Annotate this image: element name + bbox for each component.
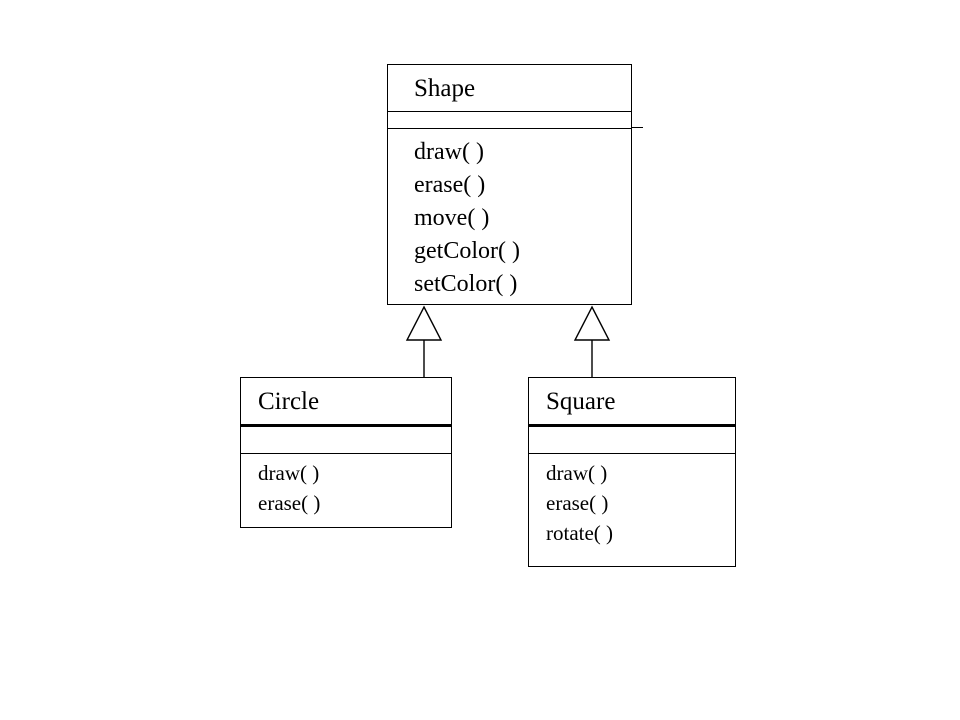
operation-item: draw( ) — [414, 139, 484, 165]
hollow-triangle-arrowhead-icon — [573, 305, 611, 341]
operation-item: erase( ) — [414, 172, 486, 198]
class-attributes-compartment-square — [529, 424, 735, 453]
class-name-circle: Circle — [258, 387, 320, 415]
class-name-compartment-circle: Circle — [241, 378, 451, 424]
operation-item: rotate( ) — [546, 521, 614, 545]
class-name-compartment-square: Square — [529, 378, 735, 424]
operation-item: draw( ) — [258, 461, 320, 485]
operation-item: move( ) — [414, 205, 490, 231]
class-operations-compartment-circle: draw( ) erase( ) — [241, 453, 451, 518]
class-attributes-compartment-circle — [241, 424, 451, 453]
class-operations-compartment-square: draw( ) erase( ) rotate( ) — [529, 453, 735, 548]
class-name-square: Square — [546, 387, 616, 415]
operation-item: getColor( ) — [414, 238, 520, 264]
class-operations-compartment-shape: draw( ) erase( ) move( ) getColor( ) set… — [388, 128, 631, 301]
class-name-shape: Shape — [414, 74, 476, 102]
operation-item: erase( ) — [546, 491, 609, 515]
class-name-compartment-shape: Shape — [388, 65, 631, 111]
generalization-circle-to-shape — [405, 305, 443, 377]
uml-class-circle[interactable]: Circle draw( ) erase( ) — [240, 377, 452, 528]
operation-item: erase( ) — [258, 491, 321, 515]
hollow-triangle-arrowhead-icon — [405, 305, 443, 341]
uml-class-shape[interactable]: Shape draw( ) erase( ) move( ) getColor(… — [387, 64, 632, 305]
generalization-square-to-shape — [573, 305, 611, 377]
operation-item: setColor( ) — [414, 271, 518, 297]
operation-item: draw( ) — [546, 461, 608, 485]
uml-class-square[interactable]: Square draw( ) erase( ) rotate( ) — [528, 377, 736, 567]
class-attributes-compartment-shape — [388, 111, 631, 128]
compartment-divider-overshoot — [631, 127, 643, 128]
